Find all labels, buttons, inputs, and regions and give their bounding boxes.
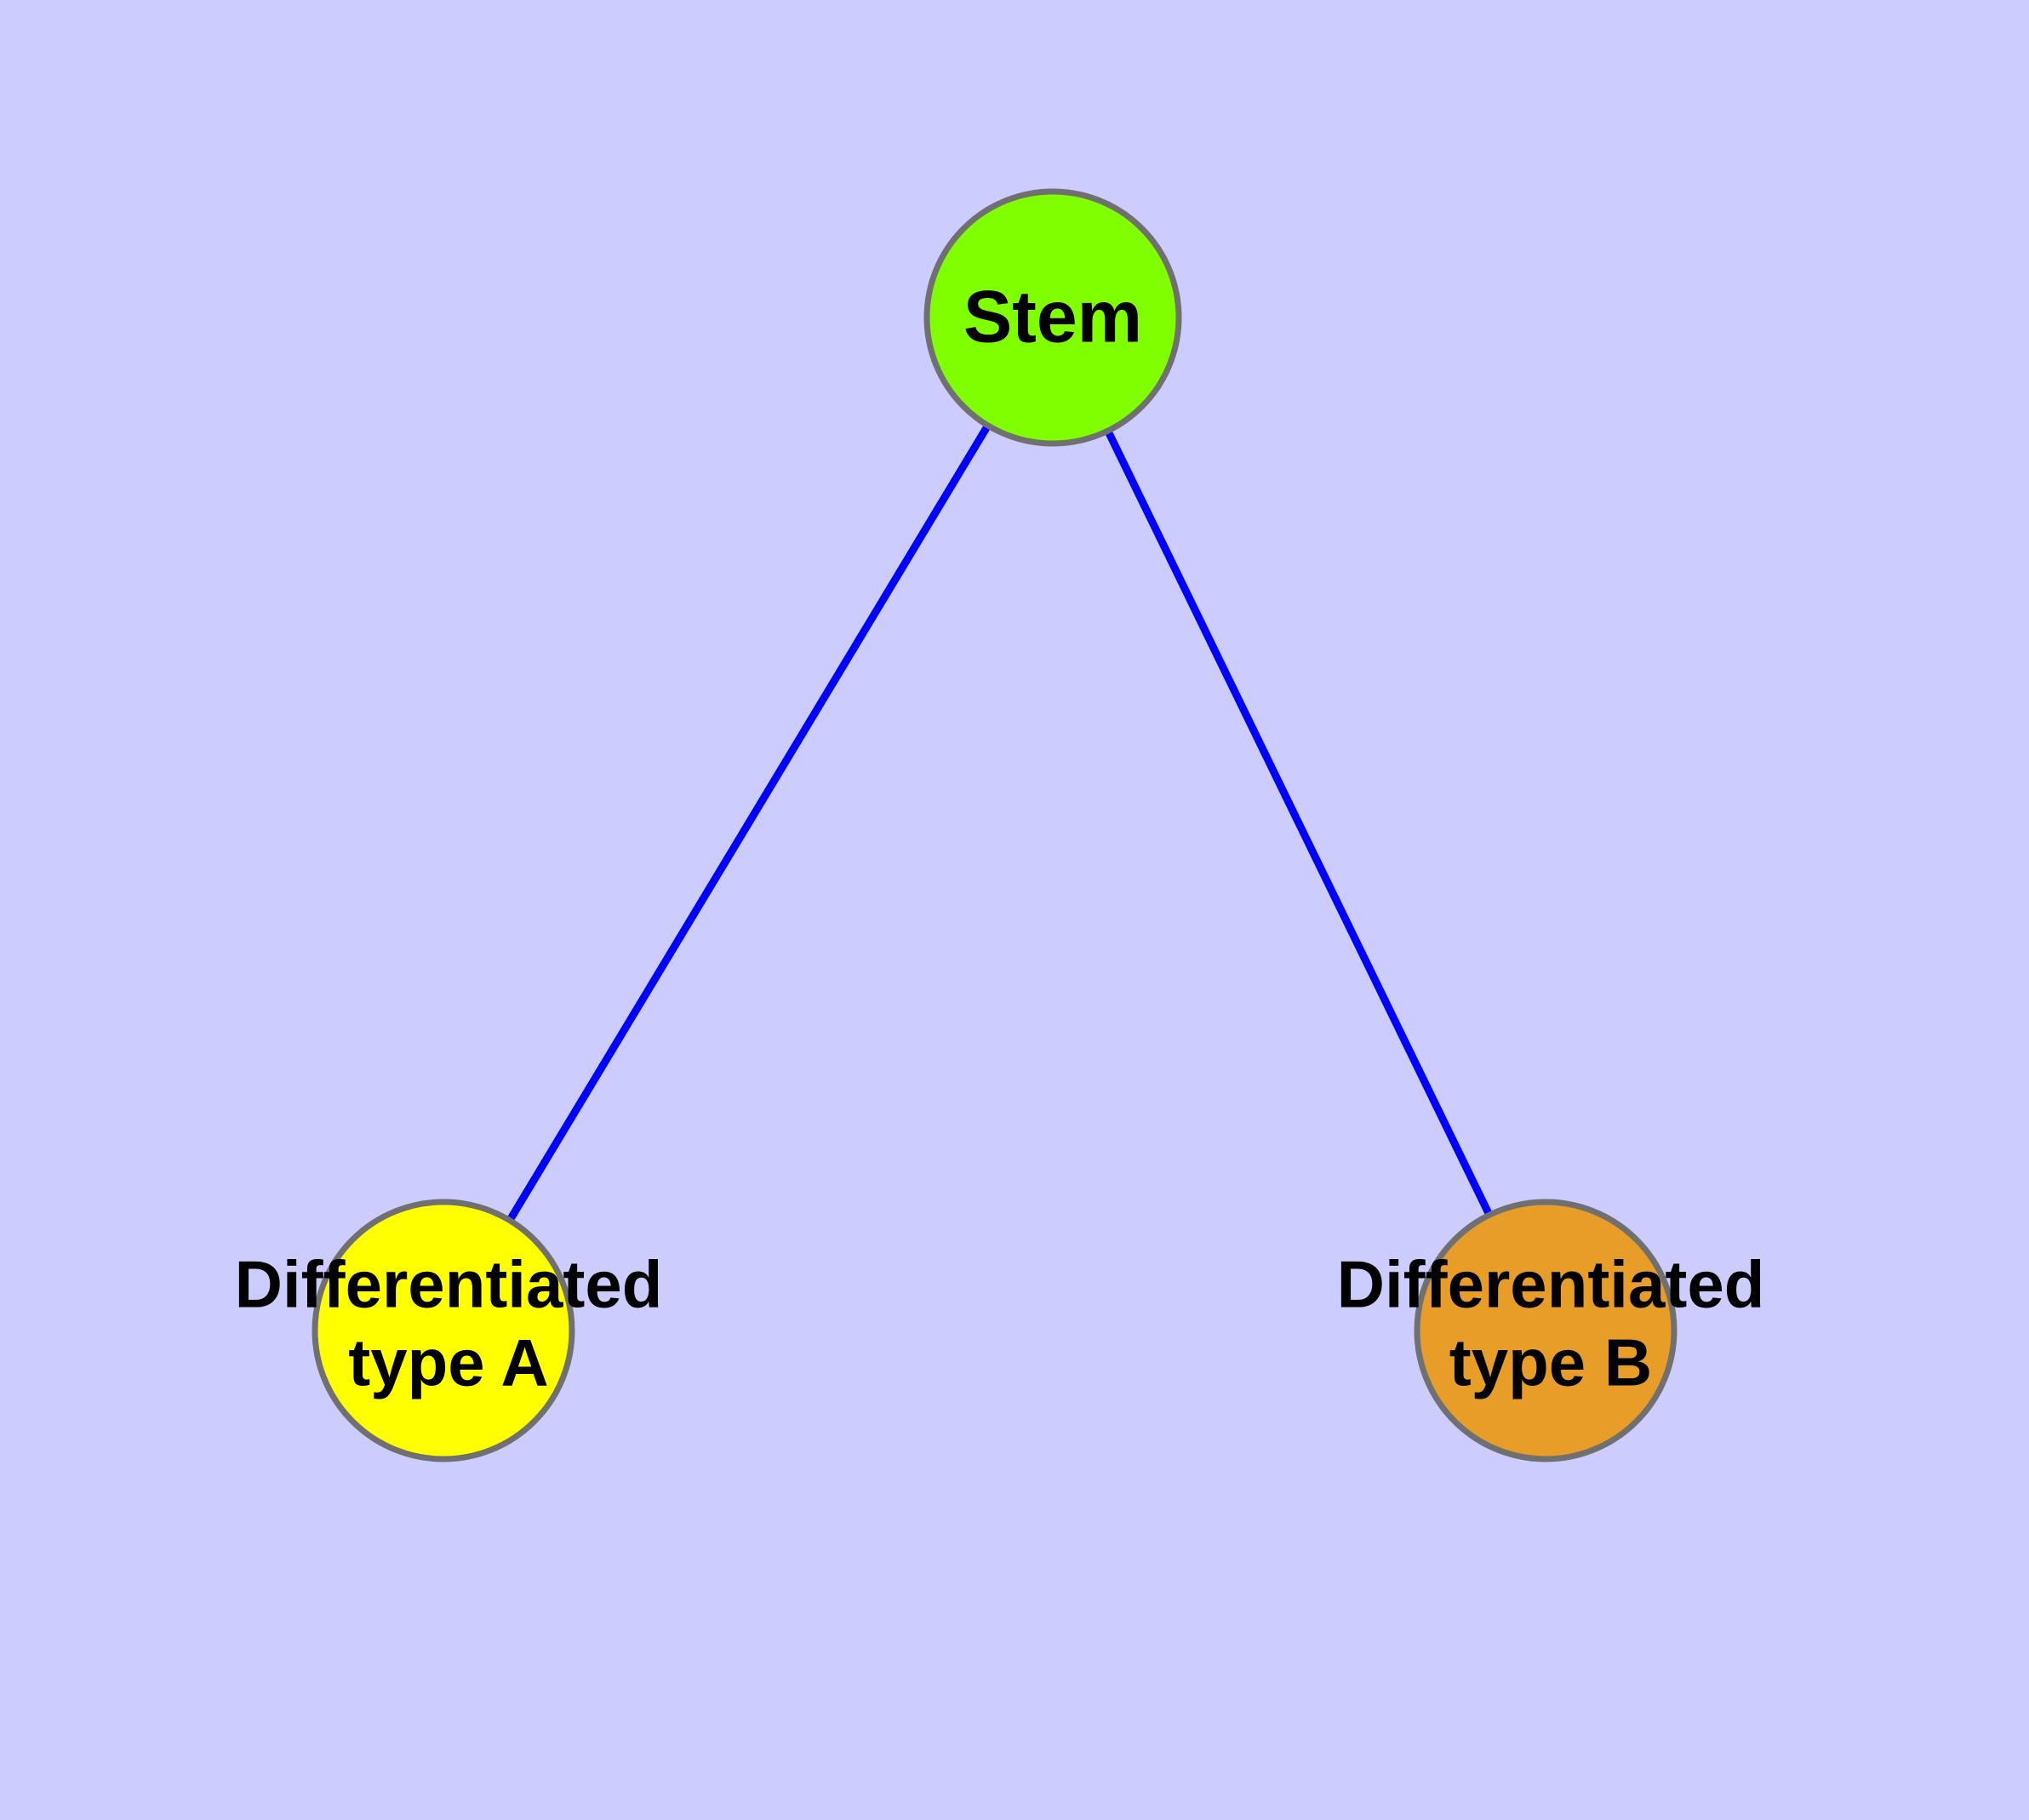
node-labels-layer: Differentiated type A Differentiated typ… — [235, 1247, 1765, 1400]
edge-stem-to-differentiated-a[interactable] — [507, 425, 991, 1222]
node-stem-circle[interactable] — [923, 188, 1182, 447]
node-differentiated-type-a-label-line2: type A — [348, 1325, 549, 1400]
edge-stem-to-differentiated-b[interactable] — [1105, 430, 1493, 1216]
node-differentiated-type-b[interactable] — [1414, 1199, 1677, 1462]
node-differentiated-type-a-label-line1: Differentiated — [235, 1247, 663, 1322]
node-differentiated-type-a-circle[interactable] — [311, 1199, 575, 1462]
node-differentiated-type-a[interactable] — [311, 1199, 575, 1462]
node-differentiated-type-b-label-line2: type B — [1449, 1325, 1652, 1400]
node-differentiated-type-b-label-line1: Differentiated — [1337, 1247, 1765, 1322]
node-differentiated-type-b-circle[interactable] — [1414, 1199, 1677, 1462]
nodes-layer: Stem Differentiated type A Differentiate… — [235, 188, 1765, 1462]
node-stem[interactable]: Stem — [923, 188, 1182, 447]
node-stem-label: Stem — [963, 277, 1142, 358]
edges-layer — [507, 425, 1493, 1222]
